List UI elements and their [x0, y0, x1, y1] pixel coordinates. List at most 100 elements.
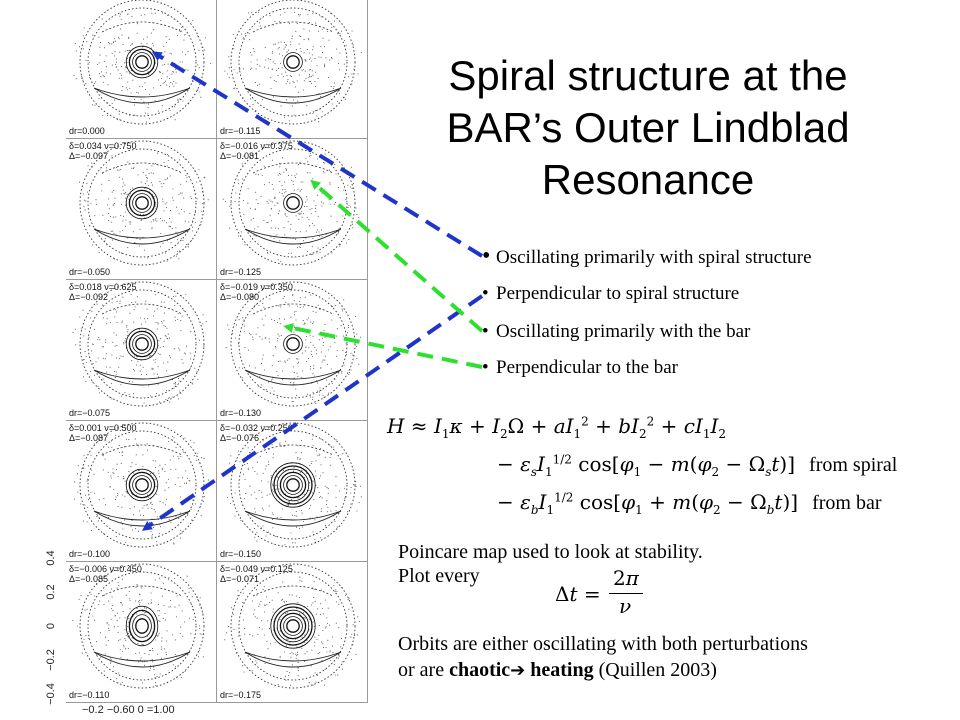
orbit-point	[78, 46, 81, 48]
orbit-point	[307, 358, 309, 360]
orbit-point	[334, 163, 336, 165]
orbit-point	[320, 229, 323, 231]
orbit-point	[108, 180, 110, 182]
orbit-point	[263, 165, 265, 167]
orbit-point	[175, 82, 177, 84]
orbit-point	[255, 333, 257, 335]
orbit-point	[159, 71, 162, 73]
orbit-point	[164, 203, 166, 205]
orbit-point	[127, 621, 129, 623]
orbit-point	[347, 511, 349, 513]
orbit-point	[279, 180, 281, 182]
orbit-point	[99, 600, 101, 602]
note-chaotic-heating: or are chaotic➔ heating (Quillen 2003)	[398, 659, 717, 681]
orbit-point	[332, 446, 334, 448]
orbit-point	[178, 29, 181, 31]
orbit-point	[166, 370, 168, 372]
orbit-point	[301, 647, 303, 649]
orbit-point	[277, 42, 279, 44]
orbit-point	[131, 42, 133, 45]
orbit-point	[86, 191, 88, 193]
orbit-point	[140, 657, 142, 659]
orbit-point	[269, 602, 271, 604]
orbit-point	[190, 633, 192, 635]
orbit-point	[178, 347, 180, 349]
orbit-point	[197, 64, 199, 66]
orbit-point	[82, 79, 84, 81]
orbit-point	[86, 480, 88, 482]
orbit-point	[303, 493, 305, 495]
orbit-point	[168, 397, 170, 399]
orbit-point	[126, 89, 128, 91]
orbit-point	[207, 479, 210, 481]
orbit-point	[109, 215, 112, 218]
orbit-point	[101, 183, 103, 185]
orbit-point	[261, 496, 263, 498]
orbit-point	[180, 677, 182, 679]
orbit-point	[254, 208, 256, 211]
orbit-island	[244, 87, 342, 104]
orbit-point	[100, 76, 102, 78]
orbit-point	[267, 67, 270, 69]
orbit-point	[124, 637, 126, 639]
orbit-ring	[238, 430, 348, 540]
orbit-point	[156, 51, 158, 53]
orbit-point	[309, 80, 312, 83]
orbit-point	[178, 159, 180, 161]
orbit-point	[161, 640, 163, 642]
orbit-point	[161, 220, 163, 222]
orbit-point	[312, 112, 314, 115]
orbit-point	[244, 32, 246, 34]
orbit-point	[283, 227, 285, 229]
orbit-ring	[135, 55, 149, 69]
orbit-point	[309, 504, 312, 506]
orbit-point	[128, 37, 130, 39]
orbit-point	[304, 201, 307, 203]
orbit-point	[155, 639, 157, 641]
orbit-point	[120, 355, 122, 357]
orbit-point	[101, 304, 104, 306]
orbit-point	[93, 619, 96, 621]
orbit-point	[131, 15, 133, 17]
orbit-point	[345, 45, 347, 47]
orbit-point	[143, 664, 146, 666]
orbit-point	[166, 14, 168, 17]
orbit-point	[292, 180, 294, 182]
orbit-point	[113, 42, 115, 44]
orbit-point	[82, 520, 84, 522]
orbit-point	[115, 216, 117, 218]
orbit-point	[295, 653, 297, 655]
orbit-point	[165, 640, 167, 642]
orbit-point	[315, 475, 317, 477]
orbit-island	[101, 444, 183, 456]
orbit-point	[278, 360, 280, 363]
orbit-point	[180, 237, 182, 239]
orbit-point	[285, 190, 287, 192]
orbit-point	[327, 363, 329, 365]
orbit-point	[176, 255, 178, 257]
orbit-point	[197, 599, 199, 601]
orbit-point	[108, 198, 110, 200]
orbit-ring	[238, 571, 348, 681]
orbit-point	[125, 648, 127, 650]
orbit-point	[140, 587, 142, 589]
orbit-point	[151, 658, 153, 660]
orbit-point	[159, 620, 161, 623]
orbit-point	[347, 326, 350, 328]
orbit-point	[351, 83, 353, 85]
orbit-point	[113, 204, 115, 206]
orbit-point	[335, 505, 337, 507]
orbit-point	[110, 221, 112, 223]
y-tick: 0.2	[45, 584, 57, 600]
orbit-point	[297, 188, 299, 190]
bullet-bar-oscillating: •Oscillating primarily with the bar	[482, 321, 751, 342]
orbit-point	[83, 358, 85, 361]
orbit-point	[103, 76, 105, 78]
orbit-point	[152, 527, 155, 529]
orbit-point	[156, 493, 158, 495]
orbit-point	[270, 77, 272, 79]
orbit-point	[203, 346, 205, 348]
orbit-point	[163, 320, 165, 322]
orbit-point	[335, 476, 337, 478]
